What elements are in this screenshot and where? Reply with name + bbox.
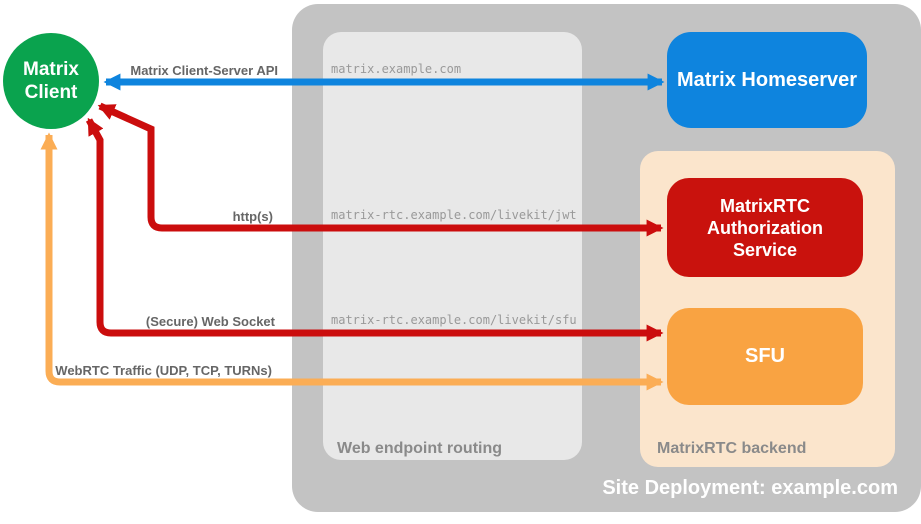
- node-auth-service-label: MatrixRTC Authorization Service: [707, 195, 823, 260]
- node-sfu: SFU: [667, 308, 863, 405]
- node-matrix-client: Matrix Client: [3, 33, 99, 129]
- node-matrix-homeserver-label: Matrix Homeserver: [676, 68, 858, 91]
- node-matrix-client-label: Matrix Client: [23, 59, 79, 103]
- endpoint-url-livekit-jwt: matrix-rtc.example.com/livekit/jwt: [331, 208, 577, 222]
- edge-label-https: http(s): [232, 209, 273, 224]
- backend-panel-caption: MatrixRTC backend: [657, 440, 807, 457]
- endpoint-url-livekit-sfu: matrix-rtc.example.com/livekit/sfu: [331, 313, 577, 327]
- edge-label-client-server-api: Matrix Client-Server API: [130, 63, 278, 78]
- node-matrix-homeserver: Matrix Homeserver: [667, 32, 867, 128]
- node-sfu-label: SFU: [745, 345, 785, 367]
- site-deployment-caption: Site Deployment: example.com: [602, 477, 898, 499]
- endpoint-url-matrix: matrix.example.com: [331, 62, 462, 76]
- edge-label-web-socket: (Secure) Web Socket: [145, 314, 275, 329]
- routing-panel-caption: Web endpoint routing: [337, 440, 503, 457]
- edge-label-webrtc-traffic: WebRTC Traffic (UDP, TCP, TURNs): [55, 363, 272, 378]
- web-endpoint-routing-panel: [323, 32, 582, 460]
- node-matrixrtc-authorization-service: MatrixRTC Authorization Service: [667, 178, 863, 277]
